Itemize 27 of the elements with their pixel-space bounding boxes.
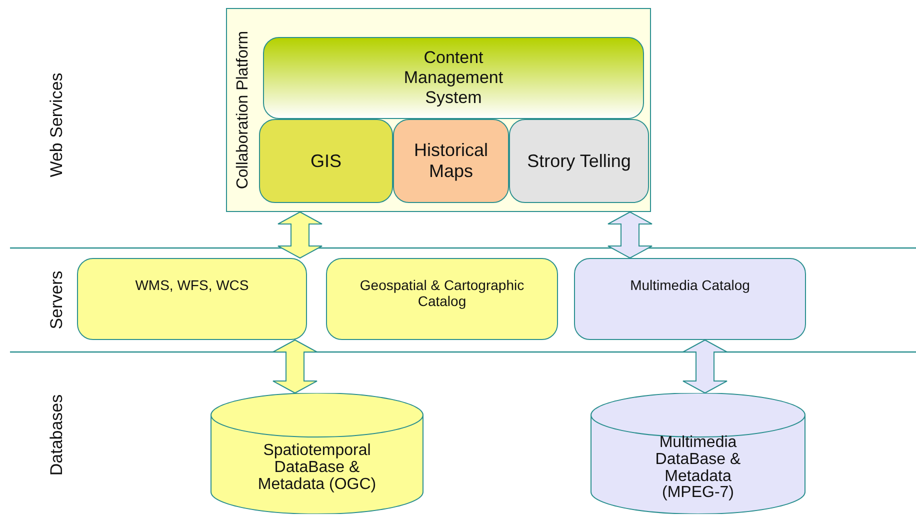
- node-label: Content Management System: [402, 48, 504, 108]
- node-label: Multimedia DataBase & Metadata (MPEG-7): [654, 434, 742, 502]
- node-label: WMS, WFS, WCS: [134, 277, 250, 293]
- double-arrow: [682, 339, 728, 394]
- database-cylinder: [210, 393, 424, 514]
- band-label: Servers: [47, 270, 67, 332]
- double-arrow: [608, 211, 652, 259]
- process-box: [509, 119, 649, 203]
- server-box: [77, 258, 307, 340]
- band-label: Web Services: [47, 72, 67, 180]
- node-label: GIS: [309, 150, 342, 172]
- process-box: [393, 119, 509, 203]
- band-label: Databases: [47, 393, 67, 478]
- node-label: Historical Maps: [412, 140, 489, 182]
- node-label: Multimedia Catalog: [629, 277, 751, 293]
- double-arrow: [272, 339, 318, 394]
- double-arrow: [278, 211, 322, 259]
- platform-panel: [226, 8, 651, 212]
- node-label: Strory Telling: [526, 150, 632, 172]
- node-label: Spatiotemporal DataBase & Metadata (OGC): [256, 443, 378, 494]
- database-cylinder: [590, 393, 806, 514]
- server-box: [326, 258, 558, 340]
- process-box: [263, 37, 644, 119]
- server-box: [574, 258, 806, 340]
- panel-title: Collaboration Platform: [234, 30, 252, 192]
- node-label: Geospatial & Cartographic Catalog: [358, 277, 526, 309]
- process-box: [259, 119, 393, 203]
